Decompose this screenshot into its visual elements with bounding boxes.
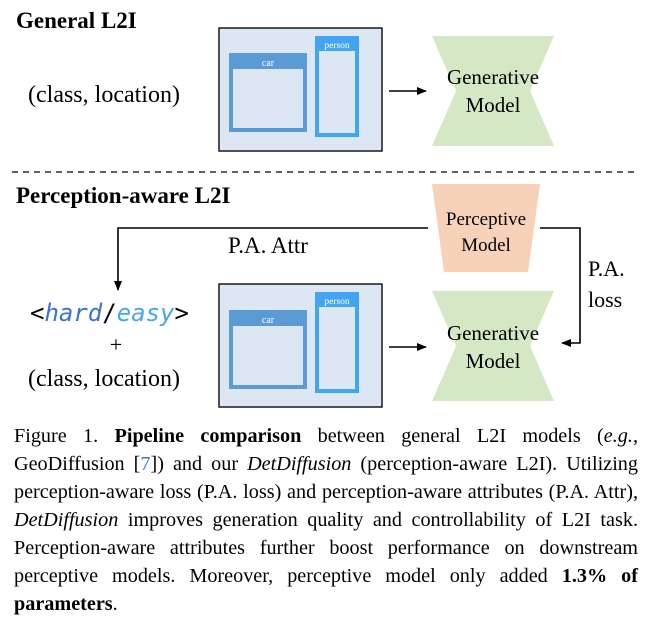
person-bounding-box: person xyxy=(315,36,359,137)
perceptive-model-label-line2: Model xyxy=(461,235,511,256)
perceptive-model: Perceptive Model xyxy=(432,184,540,272)
general-layout-canvas: car person xyxy=(218,27,383,152)
generative-model-label-line2: Model xyxy=(466,349,521,373)
perception-section-title: Perception-aware L2I xyxy=(16,183,230,208)
general-generative-model: Generative Model xyxy=(432,36,554,146)
caption-detdiffusion-1: DetDiffusion xyxy=(247,453,352,475)
general-input-label: (class, location) xyxy=(28,82,180,108)
generative-model-label-line1: Generative xyxy=(447,65,539,89)
car-bounding-box: car xyxy=(229,53,307,132)
pipeline-diagram: General L2I (class, location) car person… xyxy=(12,8,638,408)
caption-bold-parameters: 1.3% of parameters xyxy=(14,565,638,615)
perceptive-model-shape xyxy=(432,184,540,272)
generative-model-shape xyxy=(432,36,554,146)
pa-loss-label-line1: P.A. xyxy=(588,256,625,281)
caption-prefix: Figure 1. xyxy=(14,425,115,447)
generative-model-label-line2: Model xyxy=(466,93,521,117)
token-open-bracket: < xyxy=(30,299,44,327)
pa-loss-label-line2: loss xyxy=(588,287,622,312)
general-section-title: General L2I xyxy=(16,8,137,33)
car-box-label: car xyxy=(262,315,275,326)
perception-input-label: (class, location) xyxy=(28,366,180,392)
pa-loss-arrow xyxy=(540,227,581,347)
token-slash: / xyxy=(102,299,116,327)
caption-text-2: , GeoDiffusion [ xyxy=(14,425,638,475)
pa-attr-label: P.A. Attr xyxy=(228,233,308,258)
caption-text-5: improves generation quality and controll… xyxy=(14,509,638,587)
citation-link[interactable]: 7 xyxy=(140,453,151,475)
person-box-label: person xyxy=(324,41,350,51)
token-easy: easy xyxy=(117,299,175,327)
perception-layout-canvas: car person xyxy=(218,283,383,408)
caption-text-4: (perception-aware L2I). Utilizing percep… xyxy=(14,453,638,503)
caption-text-3: ]) and our xyxy=(150,453,248,475)
caption-bold-pipeline: Pipeline comparison xyxy=(114,425,302,447)
car-bounding-box: car xyxy=(229,310,307,389)
person-box-label: person xyxy=(324,297,350,307)
perceptive-model-label-line1: Perceptive xyxy=(446,209,526,230)
perception-generative-model: Generative Model xyxy=(432,291,554,401)
figure-caption: Figure 1. Pipeline comparison between ge… xyxy=(14,422,638,618)
caption-text-6: . xyxy=(112,593,118,615)
generative-model-label-line1: Generative xyxy=(447,321,539,345)
token-close-bracket: > xyxy=(175,299,189,327)
pa-attr-arrow xyxy=(114,227,428,291)
caption-detdiffusion-2: DetDiffusion xyxy=(14,509,119,531)
token-hard: hard xyxy=(44,299,102,327)
plus-sign: + xyxy=(110,332,122,357)
person-bounding-box: person xyxy=(315,292,359,393)
car-box-label: car xyxy=(262,58,275,69)
caption-eg: e.g. xyxy=(603,425,633,447)
generative-model-shape xyxy=(432,291,554,401)
hard-easy-token: <hard/easy> xyxy=(30,299,189,327)
caption-text-1: between general L2I models ( xyxy=(301,425,604,447)
